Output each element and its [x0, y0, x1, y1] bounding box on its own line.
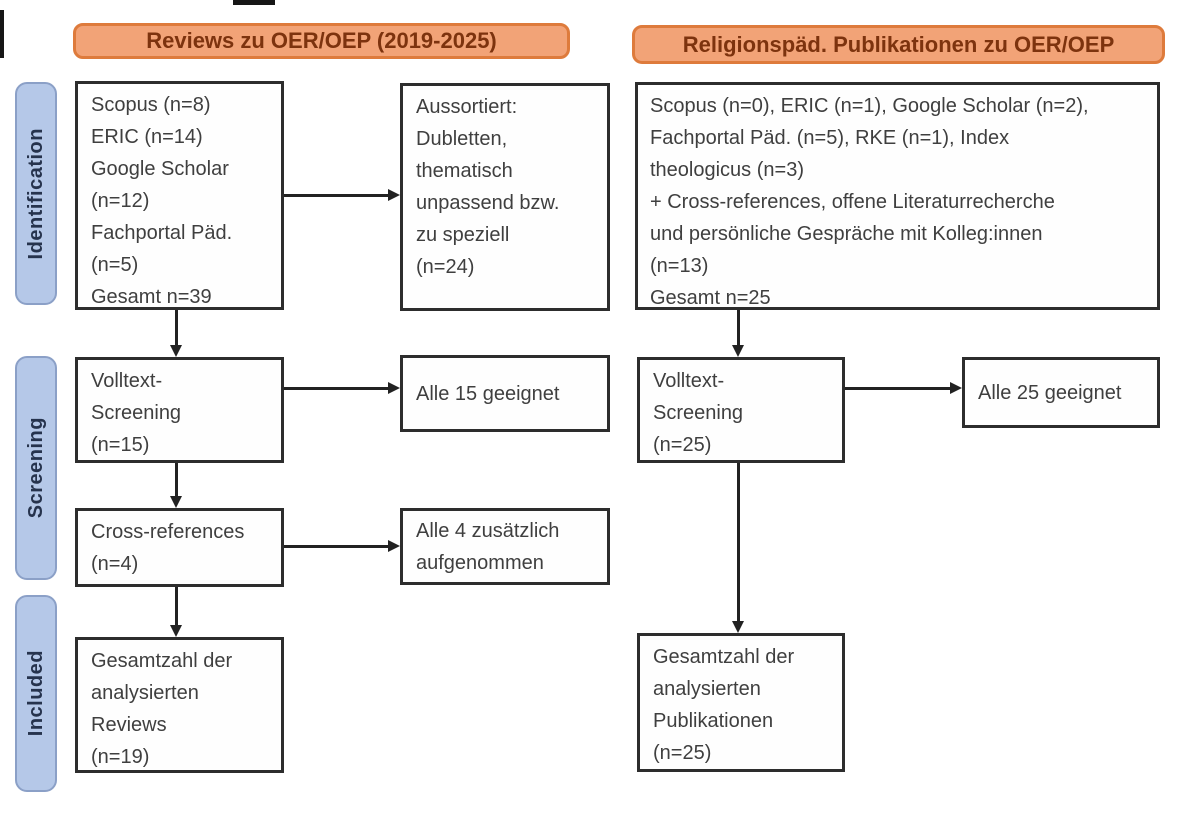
- arrow-relpaed-sources-to-fulltext: [732, 310, 744, 357]
- scan-artifact: [0, 10, 4, 58]
- arrow-reviews-fulltext-to-crossref: [170, 463, 182, 508]
- box-reviews-excluded: Aussortiert: Dubletten, thematisch unpas…: [400, 83, 610, 311]
- scan-artifact: [233, 0, 275, 5]
- stage-bar-screening: Screening: [15, 356, 57, 580]
- arrow-reviews-fulltext-to-result: [284, 382, 400, 394]
- arrow-relpaed-fulltext-to-result: [845, 382, 962, 394]
- box-relpaed-sources: Scopus (n=0), ERIC (n=1), Google Scholar…: [635, 82, 1160, 310]
- stage-label-screening: Screening: [24, 417, 47, 519]
- arrow-reviews-sources-to-fulltext: [170, 310, 182, 357]
- stage-bar-identification: Identification: [15, 82, 57, 305]
- arrow-reviews-crossref-to-result: [284, 540, 400, 552]
- box-reviews-sources: Scopus (n=8) ERIC (n=14) Google Scholar …: [75, 81, 284, 310]
- stage-bar-included: Included: [15, 595, 57, 792]
- arrow-reviews-crossref-to-included: [170, 587, 182, 637]
- box-reviews-crossref: Cross-references (n=4): [75, 508, 284, 587]
- header-reviews: Reviews zu OER/OEP (2019-2025): [73, 23, 570, 59]
- box-relpaed-fulltext-result: Alle 25 geeignet: [962, 357, 1160, 428]
- box-relpaed-included-total: Gesamtzahl der analysierten Publikatione…: [637, 633, 845, 772]
- box-reviews-fulltext-screening: Volltext- Screening (n=15): [75, 357, 284, 463]
- stage-label-identification: Identification: [24, 127, 47, 260]
- box-relpaed-fulltext-screening: Volltext- Screening (n=25): [637, 357, 845, 463]
- box-reviews-crossref-result: Alle 4 zusätzlich aufgenommen: [400, 508, 610, 585]
- stage-label-included: Included: [24, 650, 47, 737]
- box-reviews-included-total: Gesamtzahl der analysierten Reviews (n=1…: [75, 637, 284, 773]
- arrow-relpaed-fulltext-to-included: [732, 463, 744, 633]
- arrow-reviews-sources-to-excluded: [284, 189, 400, 201]
- box-reviews-fulltext-result: Alle 15 geeignet: [400, 355, 610, 432]
- header-religionspaed: Religionspäd. Publikationen zu OER/OEP: [632, 25, 1165, 64]
